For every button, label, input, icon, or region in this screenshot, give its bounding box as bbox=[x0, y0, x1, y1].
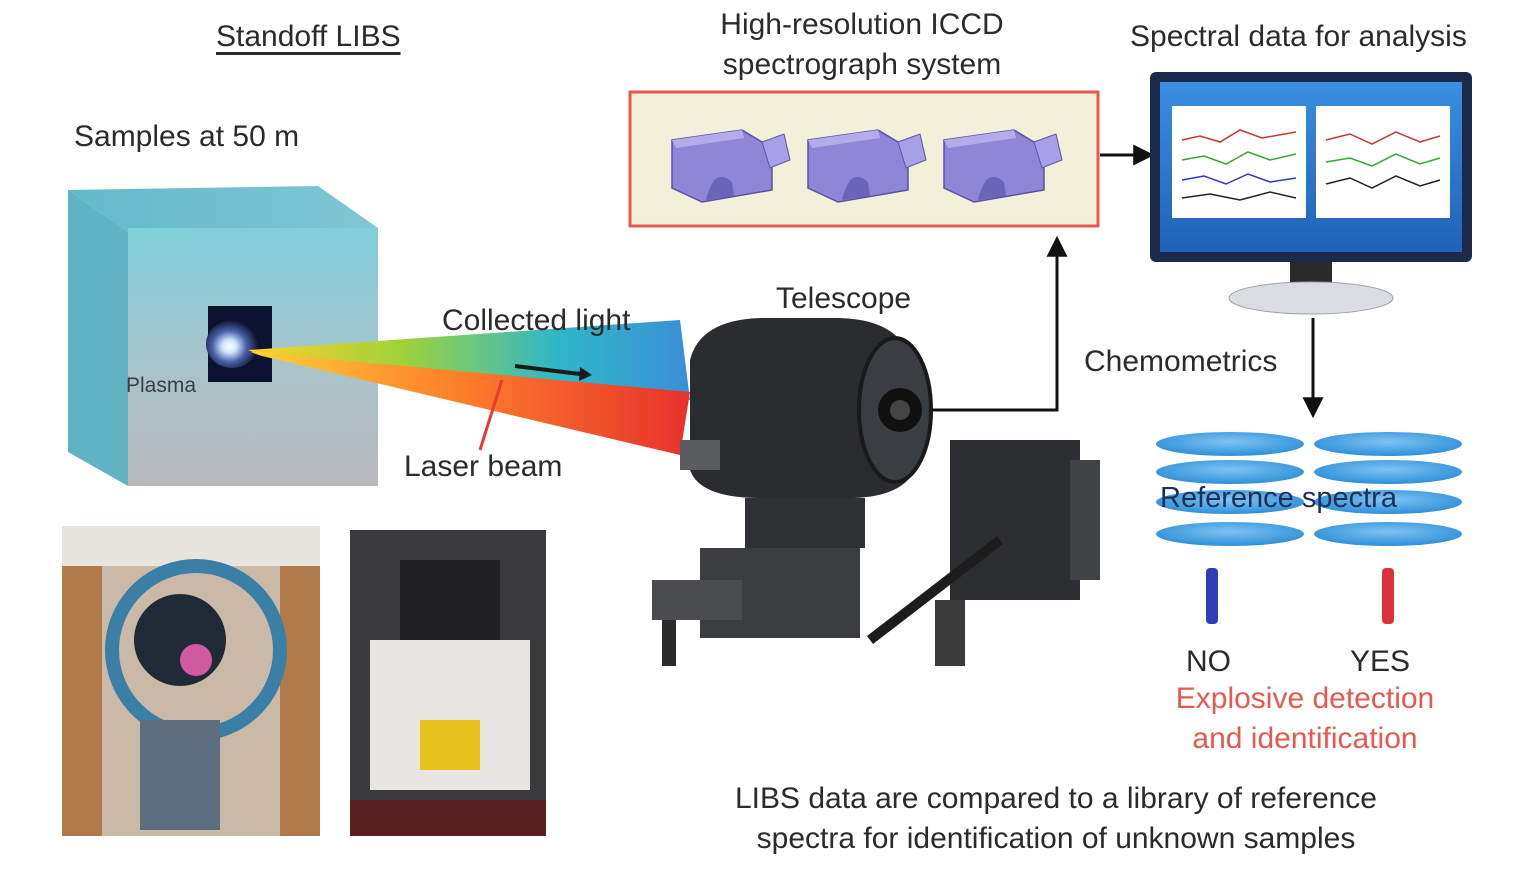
spectral-data-label: Spectral data for analysis bbox=[1130, 20, 1467, 53]
truck-photo-left bbox=[62, 526, 320, 836]
laser-pointer-line bbox=[478, 379, 504, 451]
no-indicator-bar bbox=[1206, 568, 1218, 624]
no-label: NO bbox=[1186, 645, 1231, 678]
spectrograph-icon bbox=[943, 129, 1063, 203]
plasma-label: Plasma bbox=[126, 374, 197, 397]
chemometrics-label: Chemometrics bbox=[1084, 345, 1278, 378]
standoff-libs-title: Standoff LIBS bbox=[216, 20, 401, 53]
iccd-spectrograph-panel bbox=[628, 90, 1100, 228]
beam-direction-arrow bbox=[514, 364, 592, 381]
samples-label: Samples at 50 m bbox=[74, 120, 300, 153]
telescope-to-iccd-arrow bbox=[920, 235, 1068, 412]
laser-beam-label: Laser beam bbox=[404, 450, 563, 483]
explosive-detection-line1: Explosive detection bbox=[1175, 682, 1435, 715]
telescope-photo bbox=[652, 318, 1100, 666]
reference-spectra-label: Reference spectra bbox=[1160, 482, 1397, 514]
reference-spectra-library bbox=[1156, 432, 1462, 546]
yes-indicator-bar bbox=[1382, 568, 1394, 624]
monitor-icon bbox=[1150, 72, 1472, 315]
iccd-title-line1: High-resolution ICCD bbox=[720, 8, 1004, 41]
yes-label: YES bbox=[1350, 645, 1411, 678]
spectrograph-icon bbox=[807, 129, 927, 203]
spectrograph-icon bbox=[671, 129, 791, 203]
plasma-window bbox=[206, 306, 272, 382]
telescope-label: Telescope bbox=[776, 282, 912, 315]
explosive-detection-line2: and identification bbox=[1192, 722, 1418, 755]
iccd-title-line2: spectrograph system bbox=[722, 48, 1002, 81]
sample-box bbox=[68, 186, 378, 486]
caption-line1: LIBS data are compared to a library of r… bbox=[734, 782, 1377, 815]
laser-beam bbox=[250, 352, 690, 455]
collected-light-label: Collected light bbox=[442, 304, 631, 337]
truck-photo-right bbox=[350, 530, 546, 836]
caption-line2: spectra for identification of unknown sa… bbox=[756, 822, 1356, 855]
